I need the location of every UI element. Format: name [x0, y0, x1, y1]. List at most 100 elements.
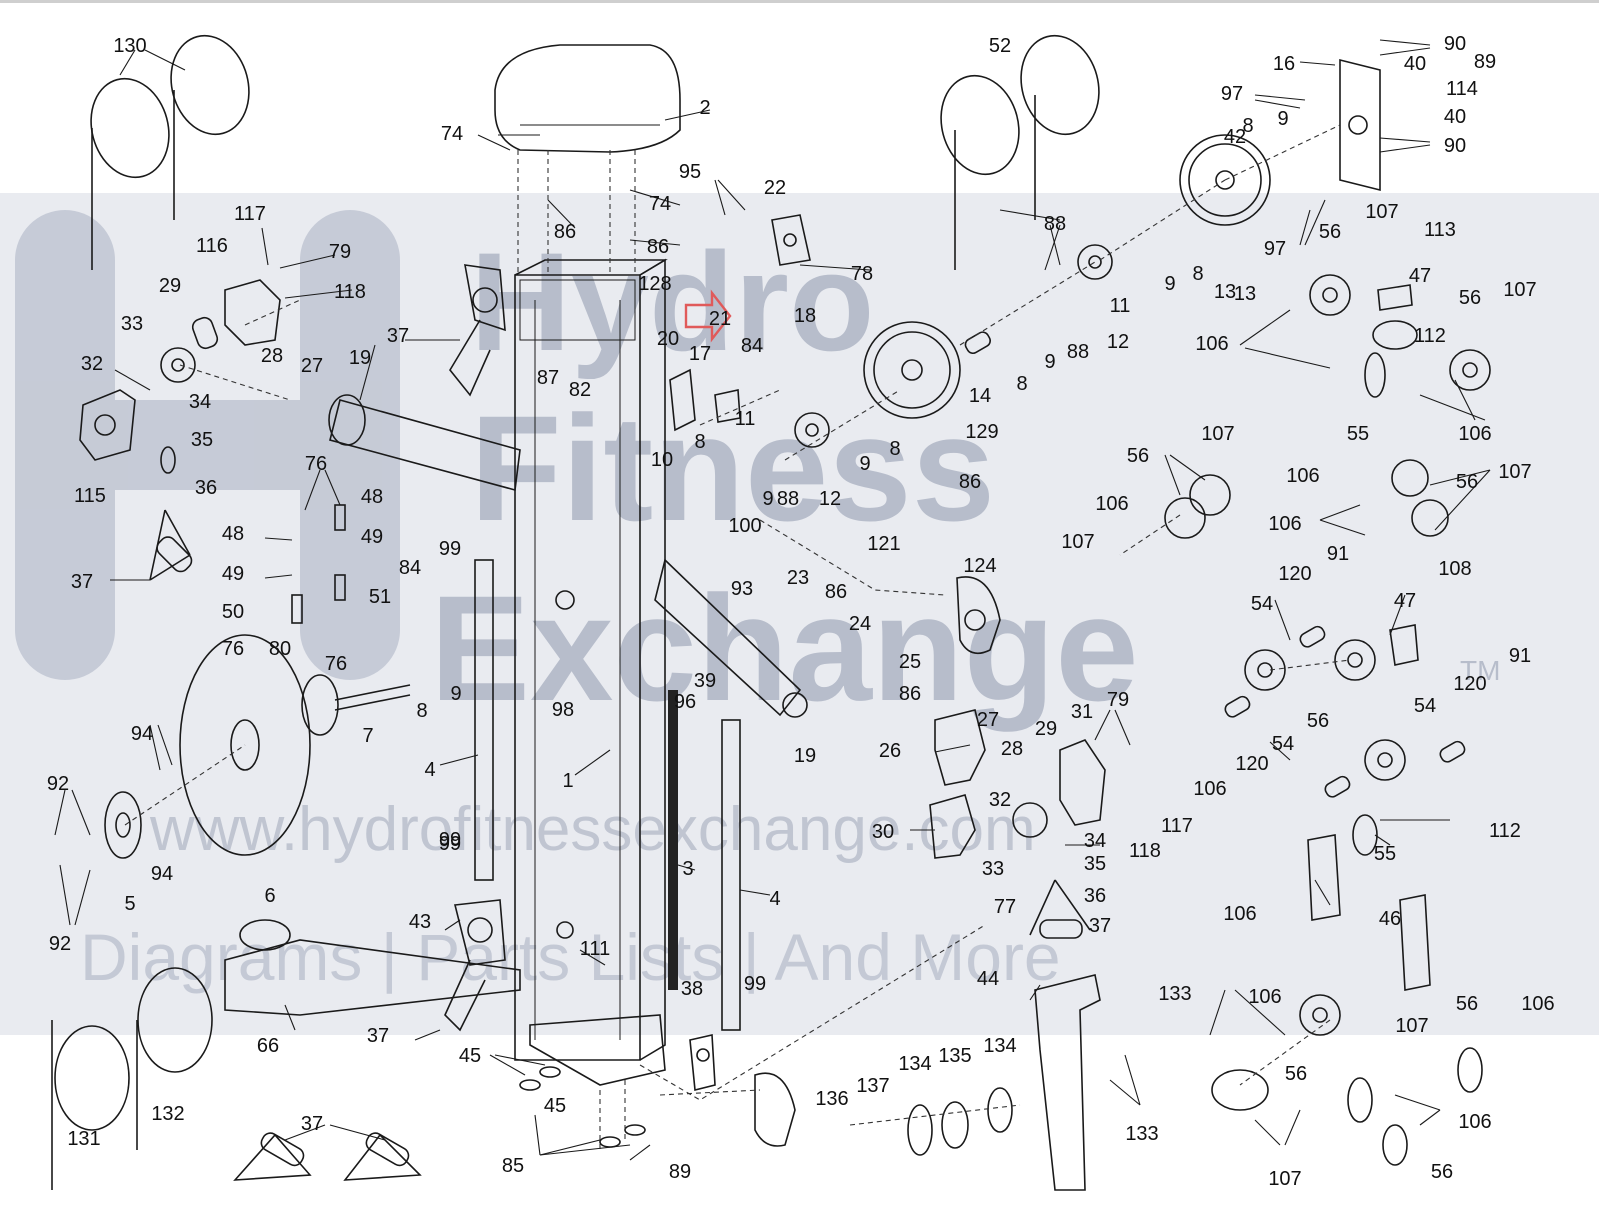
- part-label-36: 36: [1084, 885, 1106, 907]
- pulley-cover-bottom: [754, 1072, 796, 1147]
- part-label-113: 113: [1424, 219, 1456, 241]
- spring-3: [668, 690, 678, 990]
- part-label-106: 106: [1458, 1111, 1491, 1133]
- base-plate: [529, 1014, 666, 1086]
- part-label-117: 117: [1161, 815, 1193, 837]
- part-label-86: 86: [554, 221, 576, 243]
- pulley-12-upper-left: [794, 412, 830, 448]
- bracket-20: [669, 368, 696, 432]
- part-label-55: 55: [1347, 423, 1369, 445]
- seat-mount-stand: [517, 150, 636, 275]
- part-label-129: 129: [965, 421, 998, 443]
- watermark-tagline: Diagrams | Parts Lists | And More: [80, 920, 1061, 994]
- part-label-37: 37: [367, 1025, 389, 1047]
- part-label-135: 135: [938, 1045, 971, 1067]
- part-label-9: 9: [1044, 351, 1055, 373]
- part-label-120: 120: [1235, 753, 1268, 775]
- pulley-134-b: [987, 1087, 1013, 1133]
- part-label-22: 22: [764, 177, 786, 199]
- part-label-96: 96: [674, 691, 696, 713]
- hub-7: [301, 674, 411, 736]
- part-label-9: 9: [450, 683, 461, 705]
- part-label-49: 49: [361, 526, 383, 548]
- part-label-10: 10: [651, 449, 673, 471]
- part-label-9: 9: [762, 488, 773, 510]
- watermark-brand-3: Exchange: [430, 564, 1139, 732]
- part-label-56: 56: [1319, 221, 1341, 243]
- rear-leg-66: [224, 919, 521, 1016]
- part-label-100: 100: [728, 515, 761, 537]
- part-label-66: 66: [257, 1035, 279, 1057]
- handle-37-bottom-b: [343, 1132, 422, 1181]
- part-label-99: 99: [439, 538, 461, 560]
- spacers-54: [1224, 625, 1466, 798]
- bracket-47-lower: [1389, 624, 1419, 666]
- part-label-99: 99: [744, 973, 766, 995]
- part-label-16: 16: [1273, 53, 1295, 75]
- part-label-93: 93: [731, 578, 753, 600]
- part-label-27: 27: [301, 355, 323, 377]
- part-label-21: 21: [709, 308, 731, 330]
- part-label-134: 134: [983, 1035, 1016, 1057]
- arm-cover-26: [934, 709, 986, 786]
- bracket-46-b: [1399, 894, 1431, 991]
- part-label-99: 99: [439, 829, 461, 851]
- lower-pulley-43: [444, 899, 506, 1032]
- part-label-54: 54: [1272, 733, 1294, 755]
- part-label-12: 12: [1107, 331, 1129, 353]
- part-label-34: 34: [189, 391, 211, 413]
- part-label-30: 30: [872, 821, 894, 843]
- watermark-logo-mark: [15, 210, 400, 680]
- part-label-50: 50: [222, 601, 244, 623]
- part-label-136: 136: [815, 1088, 848, 1110]
- pulley-129: [863, 321, 961, 419]
- part-label-43: 43: [409, 911, 431, 933]
- part-label-6: 6: [264, 885, 275, 907]
- part-label-87: 87: [537, 367, 559, 389]
- part-label-85: 85: [502, 1155, 524, 1177]
- pulley-55-upper: [1364, 352, 1386, 398]
- bracket-22: [771, 214, 811, 266]
- part-label-116: 116: [196, 235, 228, 257]
- cable-130: [90, 34, 250, 270]
- part-label-14: 14: [969, 385, 991, 407]
- part-label-23: 23: [787, 567, 809, 589]
- part-label-92: 92: [47, 773, 69, 795]
- part-label-54: 54: [1414, 695, 1436, 717]
- pulley-56-a: [1309, 274, 1351, 316]
- bracket-44: [1034, 974, 1101, 1191]
- part-label-108: 108: [1438, 558, 1471, 580]
- part-label-94: 94: [131, 723, 153, 745]
- part-label-131: 131: [67, 1128, 100, 1150]
- guide-rod-4-left: [474, 559, 494, 881]
- part-label-88: 88: [1067, 341, 1089, 363]
- part-label-55: 55: [1374, 843, 1396, 865]
- part-label-97: 97: [1264, 238, 1286, 260]
- part-label-132: 132: [151, 1103, 184, 1125]
- part-label-52: 52: [989, 35, 1011, 57]
- part-label-33: 33: [982, 858, 1004, 880]
- part-label-120: 120: [1278, 563, 1311, 585]
- part-label-84: 84: [741, 335, 763, 357]
- part-label-90: 90: [1444, 135, 1466, 157]
- pulley-56-h: [1364, 739, 1406, 781]
- part-label-20: 20: [657, 328, 679, 350]
- pulley-cover-116: [224, 279, 281, 346]
- part-label-39: 39: [694, 670, 716, 692]
- part-label-92: 92: [49, 933, 71, 955]
- part-label-19: 19: [349, 347, 371, 369]
- part-label-76: 76: [325, 653, 347, 675]
- part-label-106: 106: [1223, 903, 1256, 925]
- plate-16: [1339, 58, 1381, 192]
- pulley-56-e: [1391, 459, 1449, 537]
- cable-132: [136, 967, 213, 1150]
- pulley-33-right: [1012, 802, 1048, 838]
- pulley-12-upper-right: [1077, 244, 1113, 280]
- part-label-5: 5: [124, 893, 135, 915]
- part-label-74: 74: [441, 123, 463, 145]
- part-label-56: 56: [1285, 1063, 1307, 1085]
- part-label-80: 80: [269, 638, 291, 660]
- part-label-130: 130: [113, 35, 146, 57]
- pulley-56-d: [1164, 474, 1231, 539]
